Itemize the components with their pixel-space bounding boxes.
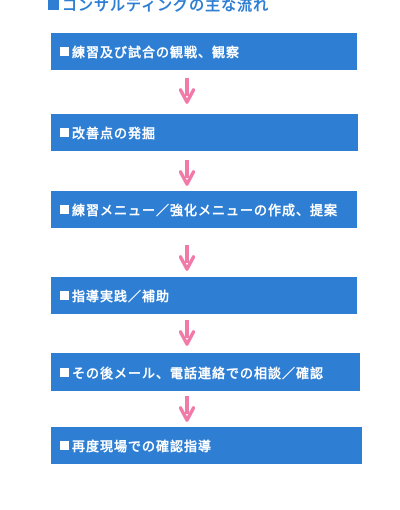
flow-step-label: 再度現場での確認指導 bbox=[72, 440, 213, 455]
flow-step-label: 練習メニュー／強化メニューの作成、提案 bbox=[72, 204, 339, 219]
square-bullet-icon bbox=[60, 441, 69, 450]
flow-step-label: 指導実践／補助 bbox=[72, 290, 171, 305]
flow-step-1: 練習及び試合の観戦、観察 bbox=[51, 33, 357, 70]
down-arrow-icon bbox=[179, 160, 195, 186]
down-arrow-icon bbox=[179, 396, 195, 422]
down-arrow-icon bbox=[179, 320, 195, 346]
square-bullet-icon bbox=[48, 0, 59, 10]
flow-step-3: 練習メニュー／強化メニューの作成、提案 bbox=[51, 191, 357, 228]
down-arrow-icon bbox=[179, 245, 195, 271]
flow-step-4: 指導実践／補助 bbox=[51, 277, 357, 314]
flow-step-6: 再度現場での確認指導 bbox=[51, 427, 362, 464]
down-arrow-icon bbox=[179, 78, 195, 104]
square-bullet-icon bbox=[60, 47, 69, 56]
flow-step-5: その後メール、電話連絡での相談／確認 bbox=[51, 353, 360, 391]
flow-step-label: 練習及び試合の観戦、観察 bbox=[72, 46, 241, 61]
flow-step-2: 改善点の発掘 bbox=[51, 114, 358, 151]
flow-step-label: 改善点の発掘 bbox=[72, 127, 157, 142]
square-bullet-icon bbox=[60, 291, 69, 300]
flow-step-label: その後メール、電話連絡での相談／確認 bbox=[72, 366, 325, 382]
page-title: コンサルティングの主な流れ bbox=[48, 0, 269, 14]
square-bullet-icon bbox=[60, 367, 69, 377]
square-bullet-icon bbox=[60, 128, 69, 137]
page-title-text: コンサルティングの主な流れ bbox=[62, 0, 270, 14]
square-bullet-icon bbox=[60, 205, 69, 214]
